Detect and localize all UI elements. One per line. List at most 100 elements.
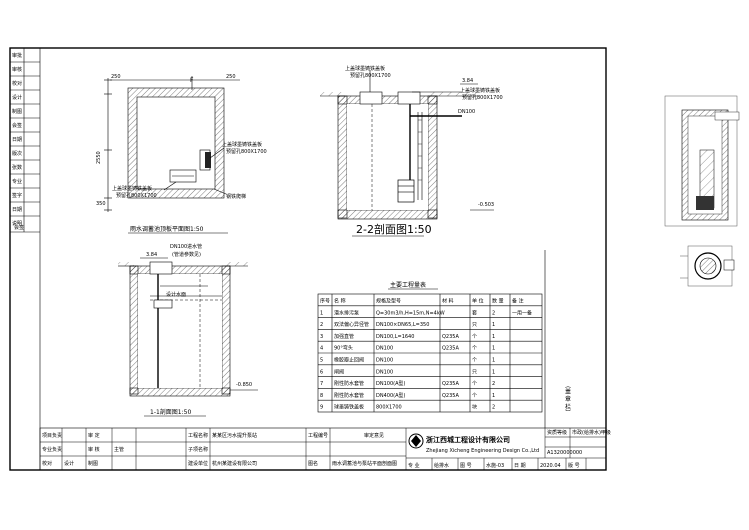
title-block-cell: 设计 (64, 460, 74, 467)
left-strip-cell: 签字 (12, 192, 22, 199)
table-cell: 8 (320, 393, 323, 399)
table-cell: 1 (320, 310, 323, 316)
table-cell: 个 (472, 358, 477, 364)
table-cell: 4 (320, 346, 323, 352)
table-cell: 3 (320, 334, 323, 340)
table-cell: 1 (492, 322, 495, 328)
drawing-number: A1320000000 (547, 450, 582, 456)
stamp-label: （盖 章 栏） (564, 382, 571, 416)
section-2-2: 上盖球墨铸铁盖板 预留孔800X1700 上盖球墨铸铁盖板 预留孔800X170… (320, 65, 503, 237)
table-header-cell: 材 料 (442, 298, 454, 305)
table-cell: 7 (320, 381, 323, 387)
table-cell: 1 (492, 334, 495, 340)
table-cell: 2 (492, 310, 495, 316)
table-cell: DN400(A型) (376, 392, 406, 399)
left-strip-cell: 日期 (12, 207, 22, 213)
left-strip-cell: 说明 (12, 220, 22, 227)
title-block-cell: 校对 (42, 460, 52, 467)
s22-hole-note-1: 预留孔800X1700 (350, 72, 391, 79)
table-cell: 个 (472, 393, 477, 399)
table-cell: 2 (492, 381, 495, 387)
title-block-cell: 审定意见 (364, 432, 384, 439)
title-block-cell: 项目负责 (42, 432, 62, 439)
plan-hole-note-1: 预留孔800X1700 (226, 148, 267, 155)
table-cell: DN100 (376, 369, 393, 375)
title-block-cell: 子项名称 (188, 446, 208, 453)
table-cell: 1 (492, 393, 495, 399)
table-cell: 2 (320, 322, 323, 328)
s22-hole-note-2: 预留孔800X1700 (462, 94, 503, 101)
plan-ladder-note: 钢铁爬梯 (226, 193, 246, 200)
table-cell: 双法偏心异径管 (334, 321, 369, 328)
stamp-column: （盖 章 栏） (564, 382, 571, 416)
table-cell: 5 (320, 358, 323, 364)
table-cell: 球墨铸铁盖板 (334, 404, 364, 411)
left-strip-cell: 日期 (12, 137, 22, 143)
title-block-cell: 雨水调蓄池与泵站平面剖面图 (332, 460, 397, 467)
s11-pipe-note-1: DN100进水管 (170, 243, 202, 250)
table-cell: DN100(A型) (376, 380, 406, 387)
s22-elev-bottom: -0.503 (478, 202, 494, 208)
title-block-cell: 专业负责 (42, 446, 62, 453)
cert-value: 市政(给排水)甲级 (572, 429, 611, 436)
company-name-en: Zhejiang Xicheng Engineering Design Co.,… (426, 448, 539, 454)
title-block-cell: 审 核 (88, 446, 100, 453)
plan-cover-note-1: 上盖球墨铸铁盖板 (222, 141, 262, 148)
title-block-bottom-cell: 图 号 (460, 463, 472, 469)
right-thumbnails (664, 95, 740, 287)
table-cell: Q235A (442, 346, 459, 352)
left-strip-cell: 制图 (12, 108, 22, 115)
title-block-bottom-cell: 水施-03 (486, 462, 504, 469)
s22-pipe-label: DN100 (458, 109, 475, 115)
section-2-2-title: 2-2剖面图1:50 (356, 222, 432, 236)
table-cell: Q235A (442, 334, 459, 340)
thumbnail-plan (680, 245, 735, 287)
company-logo (408, 433, 424, 449)
table-header-cell: 数 量 (492, 298, 504, 305)
plan-view: 250 250 2550 350 F 上盖球墨铸铁盖板 预留孔800X1700 … (96, 74, 267, 234)
table-cell: DN100×DN65,L=350 (376, 322, 429, 328)
left-strip-cell: 专业 (12, 178, 22, 185)
title-block-cell: 审 定 (88, 432, 100, 439)
table-cell: 闸阀 (334, 368, 344, 375)
table-cell: 9 (320, 405, 323, 411)
table-cell: DN100,L=1640 (376, 334, 414, 340)
left-strip-cell: 审批 (12, 52, 22, 59)
title-block: 项目负责 审 定 工程名称某某区污水提升泵站 工程编号 审定意见专业负责 审 核 主管 子项名… (39, 427, 611, 471)
title-block-cell: 工程名称 (188, 432, 208, 439)
table-cell: 6 (320, 369, 323, 375)
left-strip-cell: 设计 (12, 94, 22, 101)
plan-hole-note-2: 预留孔800X1700 (116, 192, 157, 199)
table-cell: 加强直管 (334, 333, 354, 340)
title-block-cell: 建设单位 (188, 460, 208, 467)
title-block-cell: 某某区污水提升泵站 (212, 432, 257, 439)
table-header-cell: 备 注 (512, 298, 524, 305)
table-cell: 块 (472, 404, 477, 411)
left-strip-label: 会签 (14, 224, 24, 231)
section-1-1-title: 1-1剖面图1:50 (150, 408, 191, 416)
table-cell: 只 (472, 369, 477, 375)
plan-dim-right: 250 (226, 74, 236, 80)
plan-view-title: 雨水调蓄池顶板平面图1:50 (130, 225, 204, 233)
table-cell: DN100 (376, 346, 393, 352)
table-cell: Q235A (442, 381, 459, 387)
s11-pipe-note-2: (管道参数见) (172, 251, 201, 258)
table-header-cell: 序号 (320, 298, 330, 305)
materials-table-title: 主要工程量表 (390, 281, 426, 289)
table-header-cell: 名 称 (334, 298, 346, 305)
title-block-bottom-cell: 给排水 (434, 462, 449, 469)
left-strip-cell: 校对 (12, 80, 22, 87)
table-cell: 套 (472, 309, 477, 316)
plan-dim-mid: 2550 (96, 151, 102, 164)
plan-dim-bottom: 350 (96, 201, 106, 207)
title-block-cell: 工程编号 (308, 432, 328, 439)
title-block-cell: 制图 (88, 460, 98, 467)
title-block-cell: 主管 (114, 446, 124, 453)
table-cell: 橡胶瓣止回阀 (334, 357, 364, 364)
table-cell: 1 (492, 358, 495, 364)
cert-label: 资质等级 (547, 429, 567, 436)
title-block-bottom-cell: 专 业 (408, 462, 420, 469)
s11-water-level: 设计水面 (166, 291, 186, 298)
